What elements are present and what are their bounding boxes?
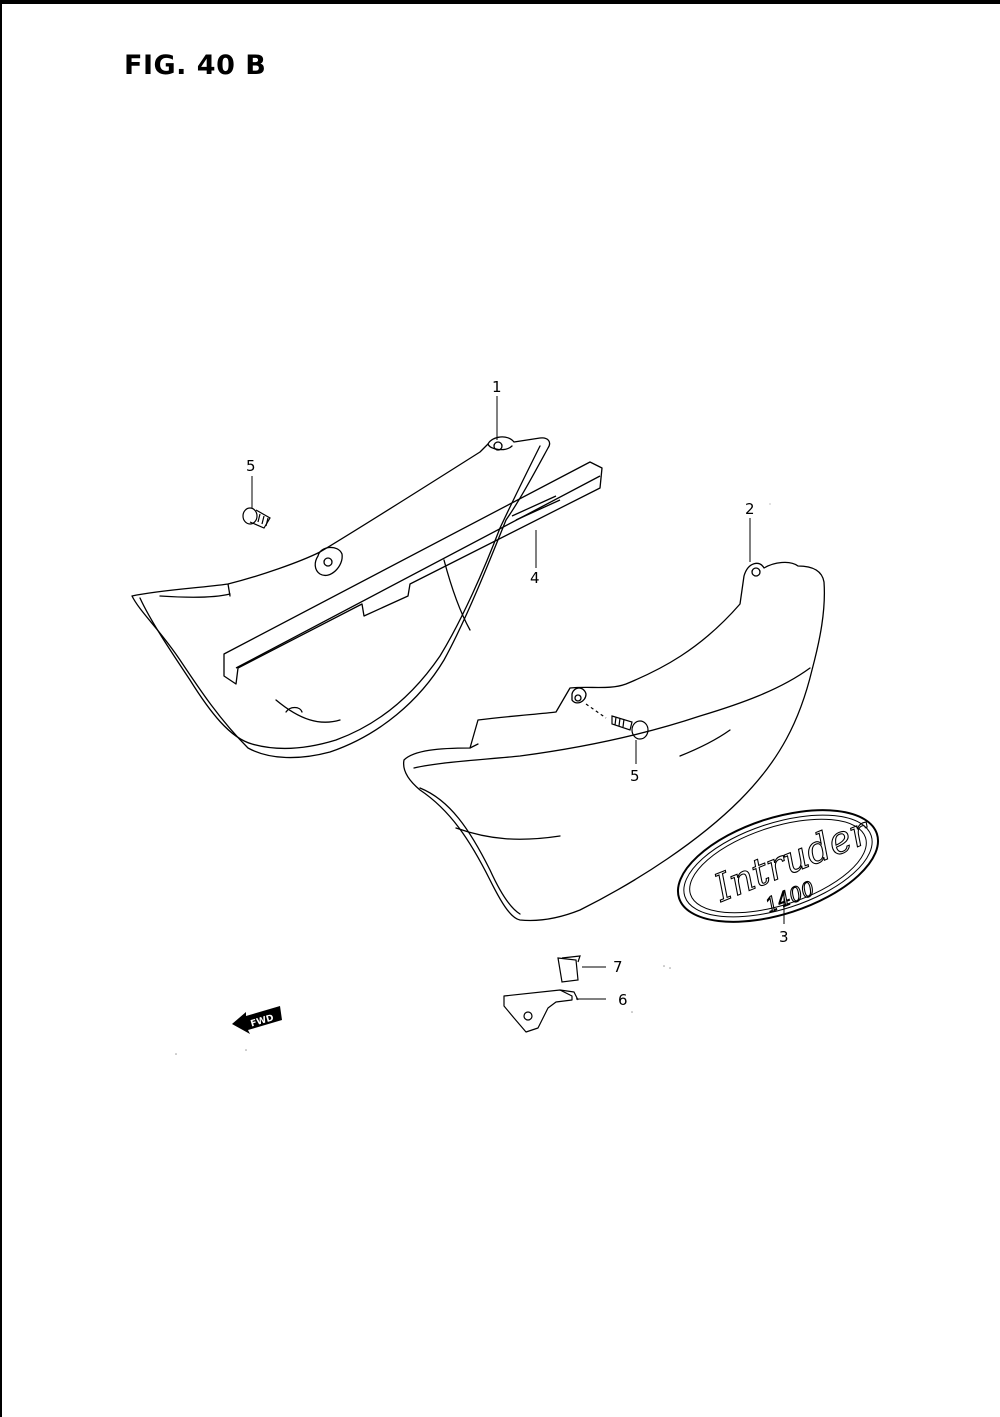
page-left-border bbox=[0, 0, 2, 1417]
page-top-border bbox=[0, 0, 1000, 4]
callout-5a: 5 bbox=[246, 457, 256, 475]
forward-direction-arrow-icon: FWD bbox=[232, 1006, 282, 1034]
callout-3: 3 bbox=[779, 928, 789, 946]
callout-2: 2 bbox=[745, 500, 755, 518]
bracket-part-6 bbox=[503, 989, 579, 1033]
trim-strip-part-4 bbox=[223, 461, 603, 685]
callout-1: 1 bbox=[492, 378, 502, 396]
scan-specks bbox=[175, 503, 771, 1055]
screw-part-5b bbox=[585, 703, 649, 740]
callout-5b: 5 bbox=[630, 767, 640, 785]
left-frame-cover-part-1 bbox=[131, 436, 551, 759]
intruder-emblem-part-3: Intruder 1400 bbox=[676, 807, 880, 923]
right-frame-cover-part-2 bbox=[402, 561, 826, 922]
leader-lines bbox=[251, 396, 785, 1000]
figure-title: FIG. 40 B bbox=[124, 50, 267, 81]
callout-7: 7 bbox=[613, 958, 623, 976]
callout-4: 4 bbox=[530, 569, 540, 587]
callout-6: 6 bbox=[618, 991, 628, 1009]
cushion-part-7 bbox=[557, 955, 581, 983]
screw-part-5a bbox=[242, 507, 271, 529]
